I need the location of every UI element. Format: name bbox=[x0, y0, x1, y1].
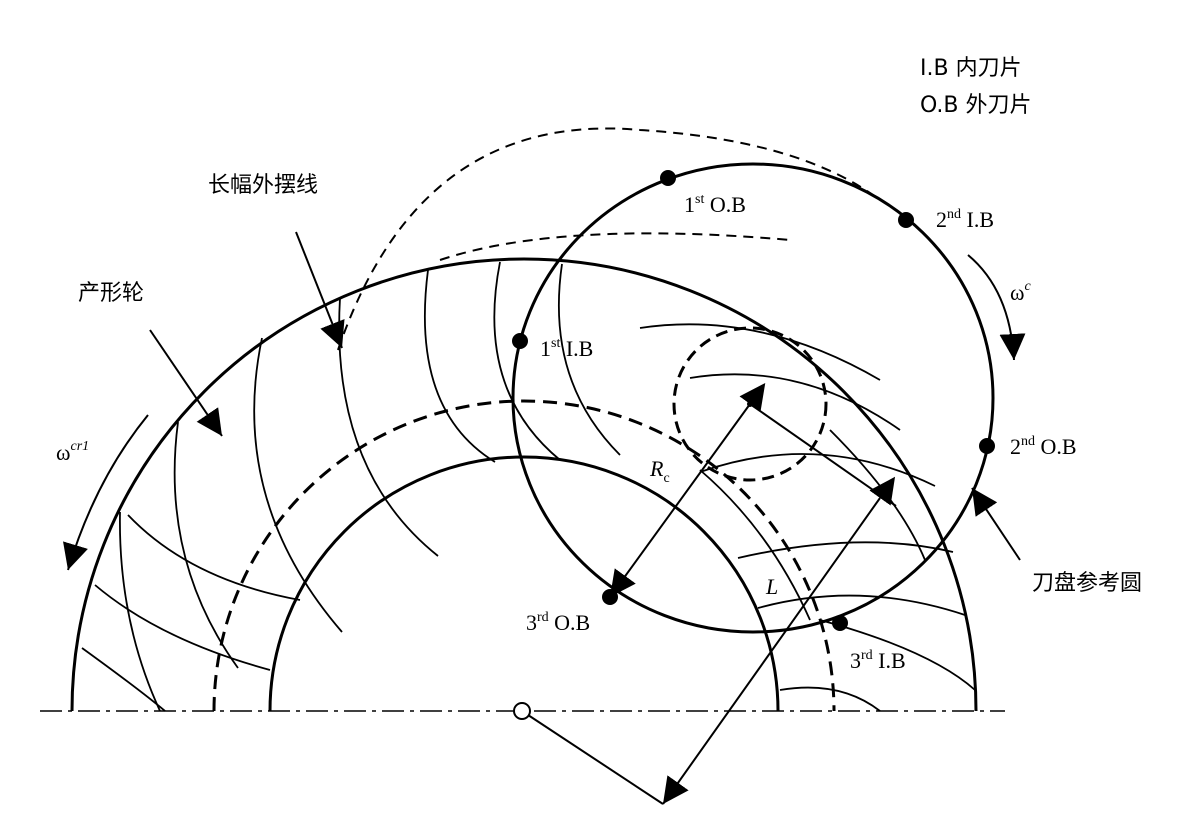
blade-label-1st-ib: 1st I.B bbox=[540, 336, 593, 361]
omega-c-label: ωc bbox=[1010, 279, 1031, 305]
blade-dot-1st-ob bbox=[660, 170, 676, 186]
epicycloid-inner-dashed bbox=[439, 232, 791, 261]
epicycloid-pointer-arrow bbox=[295, 231, 345, 349]
tooth-curves bbox=[81, 261, 976, 712]
omega-cr1-label: ωcr1 bbox=[56, 439, 89, 465]
generating-wheel-label: 产形轮 bbox=[78, 281, 144, 306]
blade-dots bbox=[512, 170, 995, 631]
epicycloid-outer-dashed bbox=[337, 127, 881, 351]
blade-label-1st-ob: 1st O.B bbox=[684, 192, 746, 217]
generating-wheel-inner-ring bbox=[268, 455, 780, 712]
omega-cr1-rotation-arrow bbox=[63, 414, 149, 571]
blade-dot-2nd-ob bbox=[979, 438, 995, 454]
blade-dot-2nd-ib bbox=[898, 212, 914, 228]
cutter-reference-circle bbox=[511, 162, 995, 634]
omega-c-rotation-arrow bbox=[967, 254, 1026, 361]
legend-outer-blade: O.B 外刀片 bbox=[920, 93, 1032, 118]
blade-dot-1st-ib bbox=[512, 333, 528, 349]
blade-label-2nd-ib: 2nd I.B bbox=[936, 207, 994, 232]
center-to-l-line bbox=[521, 710, 664, 805]
rc-label: Rc bbox=[649, 456, 670, 486]
blade-dot-3rd-ob bbox=[602, 589, 618, 605]
rc-dimension-arrow bbox=[609, 382, 766, 598]
blade-label-3rd-ob: 3rd O.B bbox=[526, 610, 590, 635]
blade-dot-3rd-ib bbox=[832, 615, 848, 631]
wheel-center-marker bbox=[513, 702, 531, 720]
cutter-center-dot bbox=[747, 401, 753, 407]
generating-wheel-outer-ring bbox=[70, 257, 978, 712]
pitch-circle bbox=[212, 399, 836, 712]
blade-label-3rd-ib: 3rd I.B bbox=[850, 648, 906, 673]
l-dimension-arrow bbox=[662, 476, 896, 805]
epicycloid-label: 长幅外摆线 bbox=[208, 173, 318, 198]
generating-wheel-pointer-arrow bbox=[149, 329, 223, 437]
reference-circle-label: 刀盘参考圆 bbox=[1032, 571, 1142, 596]
legend-inner-blade: I.B 内刀片 bbox=[920, 56, 1022, 81]
blade-label-2nd-ob: 2nd O.B bbox=[1010, 434, 1077, 459]
reference-circle-pointer-arrow bbox=[971, 487, 1021, 561]
l-label: L bbox=[765, 574, 778, 599]
